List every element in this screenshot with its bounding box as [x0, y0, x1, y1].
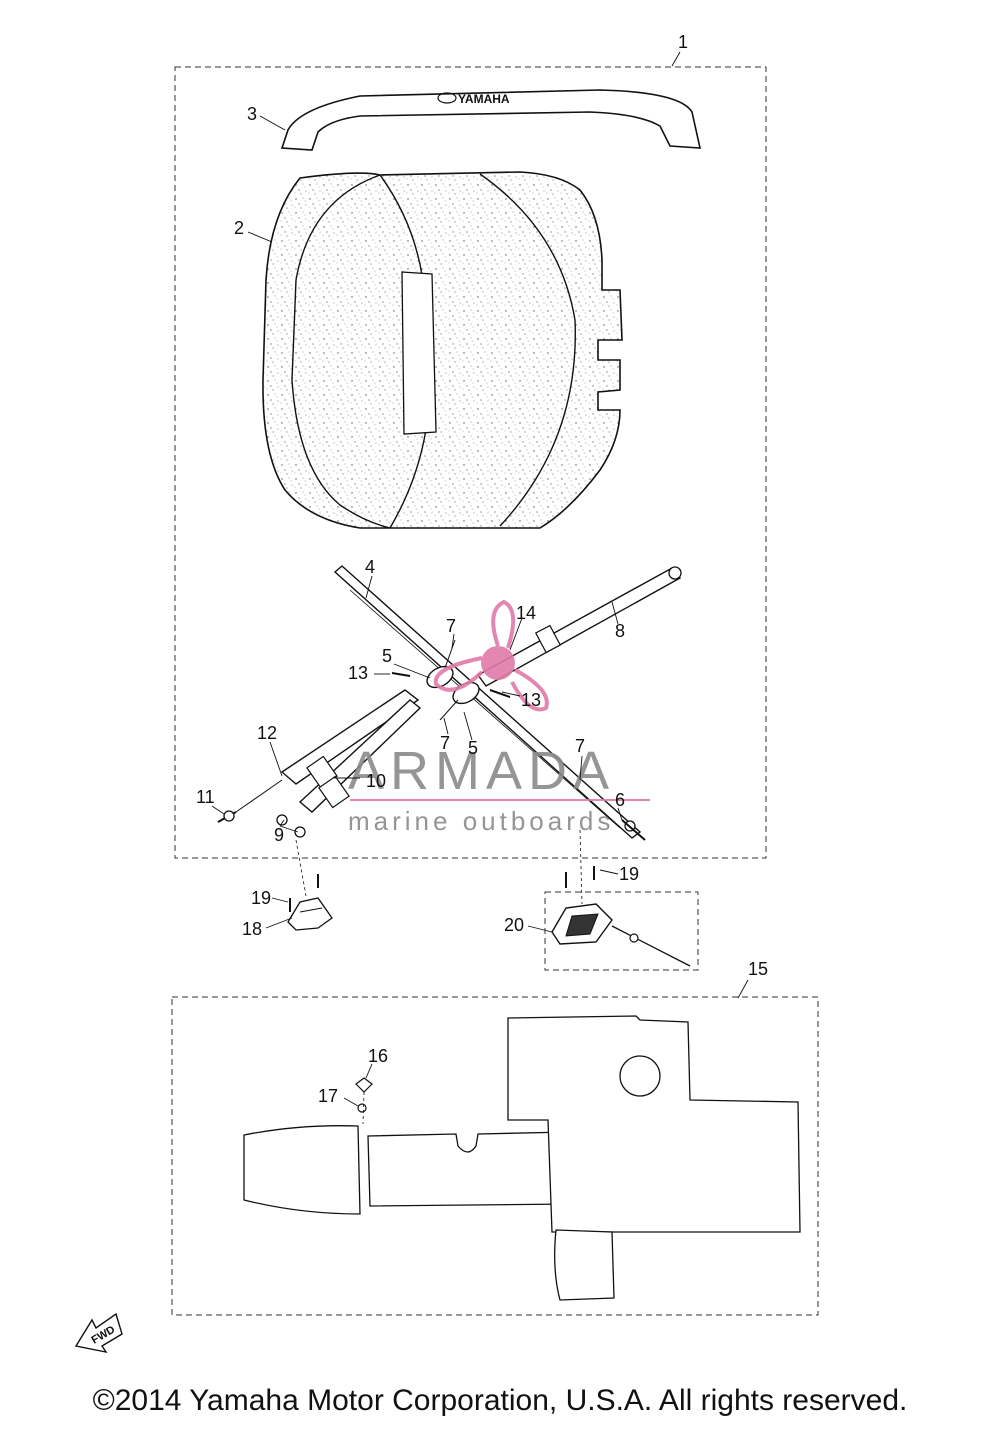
callout-13b: 13 [521, 690, 541, 710]
propeller-logo-icon [481, 646, 515, 680]
callout-3: 3 [247, 104, 257, 124]
callout-17: 17 [318, 1086, 338, 1106]
callout-20: 20 [504, 915, 524, 935]
callout-18: 18 [242, 919, 262, 939]
gas-struts [276, 689, 422, 838]
mat-small [554, 1229, 615, 1301]
callout-15: 15 [748, 959, 768, 979]
callout-2: 2 [234, 218, 244, 238]
callout-5a: 5 [382, 646, 392, 666]
callout-7b: 7 [440, 733, 450, 753]
assembly-box-20 [544, 891, 699, 971]
seat [262, 171, 623, 529]
callout-11: 11 [196, 787, 215, 807]
fastener-16-17 [355, 1077, 373, 1125]
callout-19b: 19 [619, 864, 639, 884]
mat-rear [507, 1015, 801, 1233]
copyright-text: ©2014 Yamaha Motor Corporation, U.S.A. A… [92, 1384, 908, 1417]
watermark-subtitle: marine outboards [348, 806, 614, 836]
assembly-box-1 [174, 66, 767, 859]
mat-front [243, 1125, 361, 1215]
callout-5b: 5 [468, 738, 478, 758]
callout-10: 10 [366, 771, 386, 791]
seat-logo-text: YAMAHA [458, 92, 510, 106]
callout-4: 4 [365, 557, 375, 577]
callout-12: 12 [257, 723, 277, 743]
callout-14: 14 [516, 603, 536, 623]
latch-20 [551, 829, 691, 967]
callout-8: 8 [615, 621, 625, 641]
screw-13-right [489, 689, 511, 698]
mat-middle [367, 1131, 573, 1207]
rod-8 [476, 566, 682, 687]
callout-7a: 7 [446, 616, 456, 636]
callout-6: 6 [615, 790, 625, 810]
pin-6 [621, 819, 646, 841]
bracket-18 [287, 839, 333, 931]
callout-1: 1 [678, 32, 688, 52]
armada-watermark: ARMADA marine outboards [348, 599, 650, 836]
watermark-title: ARMADA [348, 741, 615, 801]
callout-labels: 1 3 2 4 14 8 7 5 13 13 7 5 7 6 12 10 11 … [196, 32, 768, 1106]
callout-19a: 19 [251, 888, 271, 908]
seat-strap: YAMAHA [280, 89, 702, 151]
callout-16: 16 [368, 1046, 388, 1066]
yamaha-logo-icon [437, 92, 457, 104]
pin-11 [217, 779, 283, 823]
leader-lines [211, 51, 749, 1107]
fwd-arrow-icon: FWD [74, 1312, 123, 1354]
callout-7c: 7 [575, 736, 585, 756]
callout-9: 9 [274, 825, 284, 845]
callout-13a: 13 [348, 663, 368, 683]
screw-13-left [391, 672, 411, 677]
assembly-box-15 [171, 996, 819, 1316]
rod-4 [333, 565, 642, 839]
